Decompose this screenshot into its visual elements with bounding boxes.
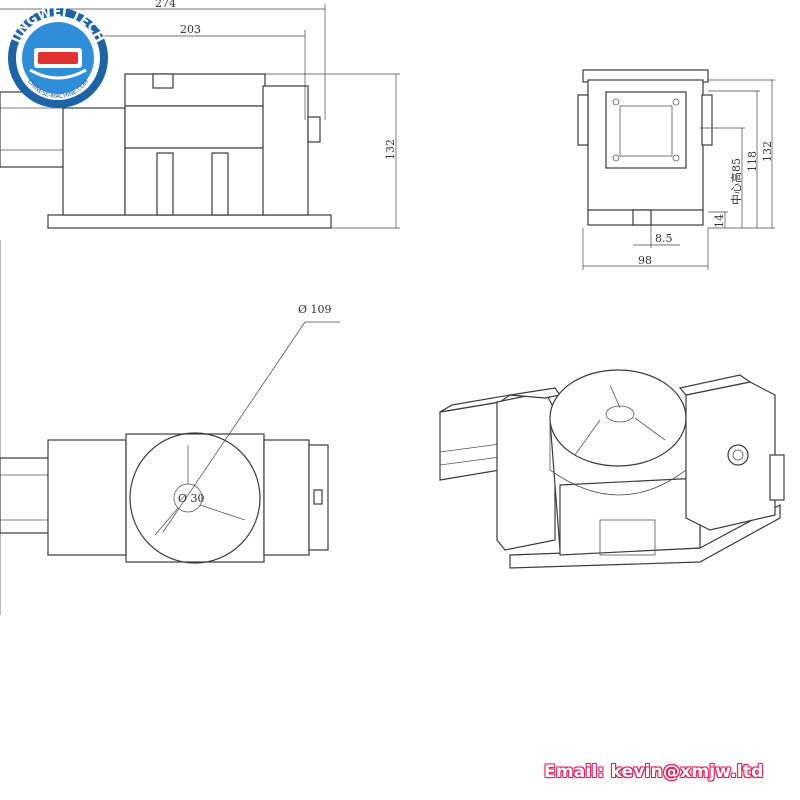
dim-98: 98 bbox=[638, 254, 652, 267]
dim-center-height: 中心高85 bbox=[729, 158, 743, 205]
dim-dia-109: Ø 109 bbox=[298, 303, 332, 316]
dim-274: 274 bbox=[155, 0, 176, 10]
dim-dia-30: Ø 30 bbox=[178, 492, 205, 505]
top-view: Ø 109 Ø 30 bbox=[0, 303, 340, 564]
dim-118: 118 bbox=[746, 151, 759, 172]
side-view: 98 8.5 132 118 中心高85 14 bbox=[577, 69, 775, 270]
dim-203: 203 bbox=[180, 23, 201, 36]
dim-132-front: 132 bbox=[384, 139, 397, 160]
dim-14: 14 bbox=[713, 214, 726, 228]
contact-email: Email: kevin@xmjw.ltd bbox=[544, 762, 764, 782]
brand-logo: JINGWEI TECH CHINESE-MACHINE.COM bbox=[8, 5, 108, 108]
isometric-view bbox=[439, 369, 785, 569]
dim-132-side: 132 bbox=[761, 141, 774, 162]
dim-8-5: 8.5 bbox=[655, 232, 673, 245]
